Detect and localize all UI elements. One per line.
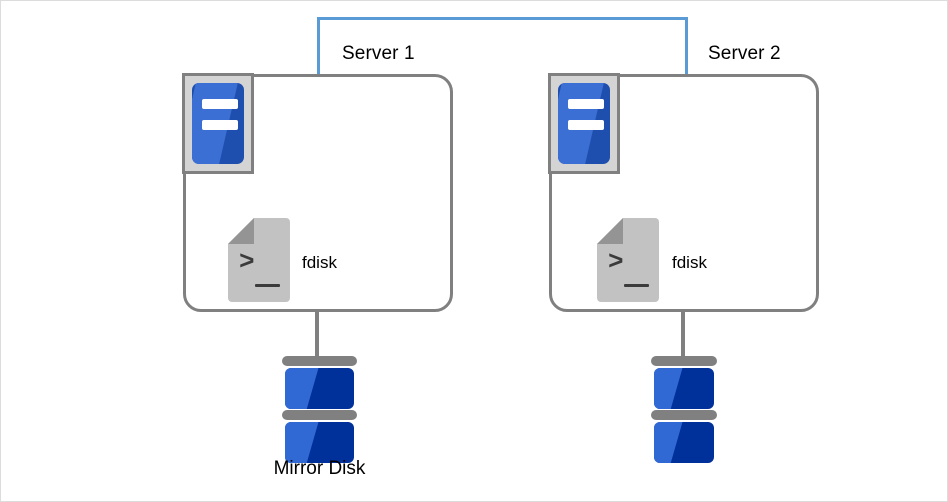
fdisk-label-server-2: fdisk <box>672 253 707 272</box>
script-document-icon-body <box>228 218 290 302</box>
script-document-icon-fold <box>228 218 254 244</box>
interconnect-right-segment <box>685 17 688 76</box>
disk-block-upper-2-sheen <box>654 368 684 409</box>
server-2-label: Server 2 <box>708 43 781 64</box>
prompt-underscore-icon-2 <box>624 284 649 287</box>
disk-bar-middle <box>282 410 357 420</box>
server-1-label: Server 1 <box>342 43 415 64</box>
disk-block-upper-sheen <box>285 368 321 409</box>
server-rack-icon-bar-2 <box>202 120 238 130</box>
script-document-icon-2-fold <box>597 218 623 244</box>
server-rack-icon-body <box>192 83 244 164</box>
disk-block-lower-2-sheen <box>654 422 684 463</box>
interconnect-left-segment <box>317 17 320 76</box>
server-rack-icon <box>182 73 254 174</box>
server-rack-icon-2-bar-2 <box>568 120 604 130</box>
server-rack-icon-2-bar-1 <box>568 99 604 109</box>
server-rack-icon-bar-1 <box>202 99 238 109</box>
disk-block-lower <box>285 422 354 463</box>
disk-block-upper <box>285 368 354 409</box>
disk-bar-top <box>282 356 357 366</box>
disk-block-lower-2 <box>654 422 714 463</box>
interconnect-top-segment <box>317 17 688 20</box>
prompt-chevron-icon-2: > <box>608 247 624 277</box>
fdisk-label-server-1: fdisk <box>302 253 337 272</box>
disk-bar-top-2 <box>651 356 717 366</box>
fdisk-icon-server-2: > <box>597 218 659 302</box>
disk-icon-server-2 <box>651 356 717 463</box>
mirror-disk-icon-server-1 <box>282 356 357 463</box>
disk-bar-middle-2 <box>651 410 717 420</box>
fdisk-icon-server-1: > <box>228 218 290 302</box>
server-1-disk-connector <box>315 311 319 358</box>
mirror-disk-label: Mirror Disk <box>273 458 366 479</box>
disk-block-lower-sheen <box>285 422 321 463</box>
disk-block-upper-2 <box>654 368 714 409</box>
script-document-icon-2-body <box>597 218 659 302</box>
prompt-chevron-icon: > <box>239 247 255 277</box>
prompt-underscore-icon <box>255 284 280 287</box>
server-rack-icon-2 <box>548 73 620 174</box>
server-2-disk-connector <box>681 311 685 358</box>
server-rack-icon-2-body <box>558 83 610 164</box>
